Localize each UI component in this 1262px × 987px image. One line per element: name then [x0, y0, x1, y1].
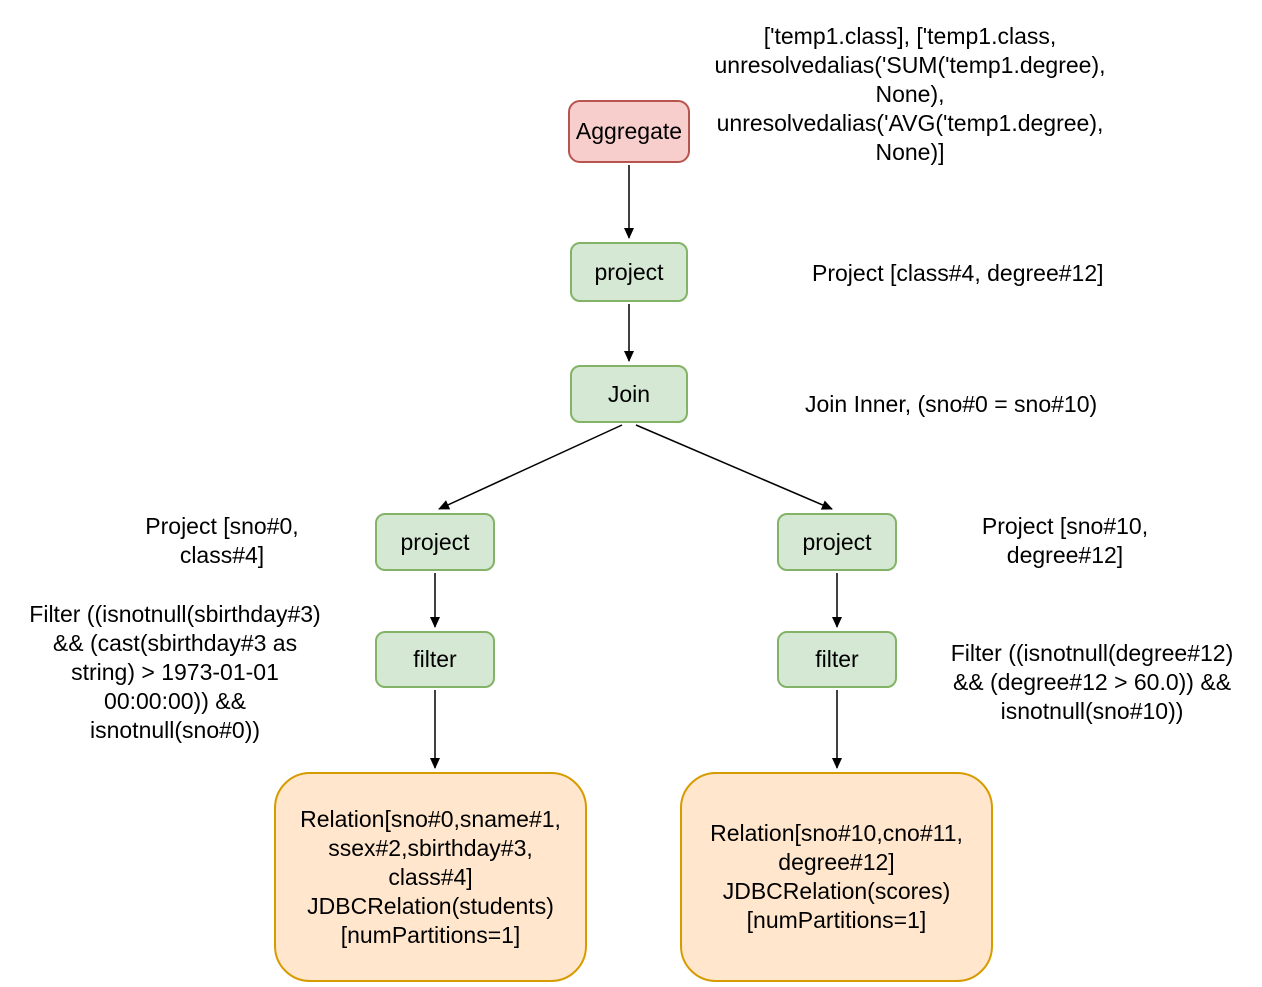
- edge-join-to-left-project: [438, 424, 623, 510]
- node-project-top: project: [570, 242, 688, 302]
- annotation-project-top: Project [class#4, degree#12]: [812, 260, 1104, 286]
- node-filter-left: filter: [375, 631, 495, 688]
- node-aggregate: Aggregate: [568, 100, 690, 163]
- edge-join-to-right-project: [635, 424, 833, 510]
- node-join: Join: [570, 365, 688, 423]
- node-project-right: project: [777, 513, 897, 571]
- node-filter-right: filter: [777, 631, 897, 688]
- node-relation-students: Relation[sno#0,sname#1, ssex#2,sbirthday…: [274, 772, 587, 982]
- annotation-project-right: Project [sno#10, degree#12]: [981, 513, 1149, 568]
- annotation-project-left: Project [sno#0, class#4]: [145, 513, 299, 568]
- annotation-aggregate: ['temp1.class], ['temp1.class, unresolve…: [714, 23, 1106, 165]
- node-project-left: project: [375, 513, 495, 571]
- annotation-filter-left: Filter ((isnotnull(sbirthday#3) && (cast…: [29, 601, 321, 743]
- node-relation-scores: Relation[sno#10,cno#11, degree#12] JDBCR…: [680, 772, 993, 982]
- annotation-join: Join Inner, (sno#0 = sno#10): [805, 391, 1098, 417]
- annotation-filter-right: Filter ((isnotnull(degree#12) && (degree…: [950, 640, 1234, 724]
